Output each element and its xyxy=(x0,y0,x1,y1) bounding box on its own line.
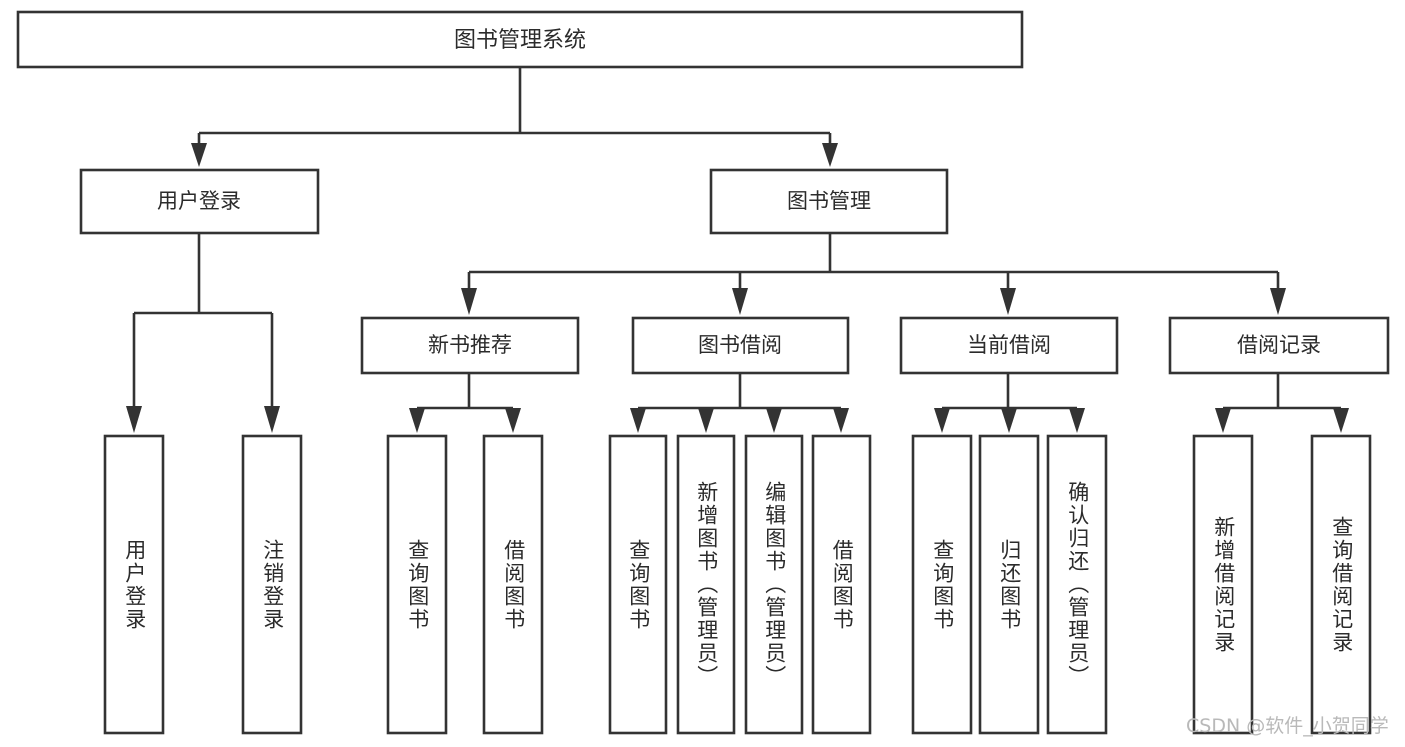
arrow-bm-to-borrow-record xyxy=(1270,288,1286,315)
arrow-user-login-leaf-1 xyxy=(126,406,142,433)
leaf-box-logout[interactable] xyxy=(241,434,303,735)
arrow-br-leaf-2 xyxy=(1333,408,1349,433)
leaf-box-query-record[interactable] xyxy=(1310,434,1372,735)
node-book-borrow[interactable]: 图书借阅 xyxy=(631,316,850,375)
arrow-bb-leaf-4 xyxy=(833,408,849,433)
arrow-bb-leaf-1 xyxy=(630,408,646,433)
node-book-manage-box[interactable] xyxy=(709,168,949,235)
node-new-book-rec[interactable]: 新书推荐 xyxy=(360,316,580,375)
leaf-box-confirm-return[interactable] xyxy=(1046,434,1108,735)
node-new-book-rec-label: 新书推荐 xyxy=(428,333,512,357)
node-user-login-label: 用户登录 xyxy=(157,189,241,213)
arrow-root-to-user-login xyxy=(191,143,207,167)
node-current-borrow[interactable]: 当前借阅 xyxy=(899,316,1119,375)
connector-group-book-manage xyxy=(461,233,1286,315)
leaf-box-add-book[interactable] xyxy=(676,434,736,735)
node-book-manage-label: 图书管理 xyxy=(787,189,871,213)
node-borrow-record-label: 借阅记录 xyxy=(1237,333,1321,357)
node-book-manage[interactable]: 图书管理 xyxy=(709,168,949,235)
leaf-box-borrow-book-1[interactable] xyxy=(482,434,544,735)
arrow-nbr-leaf-1 xyxy=(409,408,425,433)
arrow-bm-to-new-book-rec xyxy=(461,288,477,315)
leaf-box-query-book-1[interactable] xyxy=(386,434,448,735)
arrow-root-to-book-manage xyxy=(822,143,838,167)
connector-group-new-book-rec xyxy=(409,373,521,433)
node-borrow-record-box[interactable] xyxy=(1168,316,1390,375)
node-root-label: 图书管理系统 xyxy=(454,28,586,53)
leaf-box-return-book[interactable] xyxy=(978,434,1040,735)
connector-group-current-borrow xyxy=(934,373,1085,433)
node-current-borrow-box[interactable] xyxy=(899,316,1119,375)
node-borrow-record[interactable]: 借阅记录 xyxy=(1168,316,1390,375)
leaf-box-edit-book[interactable] xyxy=(744,434,804,735)
leaf-box-borrow-book-2[interactable] xyxy=(811,434,872,735)
connector-group-user-login xyxy=(126,233,280,433)
arrow-bb-leaf-3 xyxy=(766,408,782,433)
leaf-box-user-login[interactable] xyxy=(103,434,165,735)
arrow-cb-leaf-3 xyxy=(1069,408,1085,433)
connector-group-borrow-record xyxy=(1215,373,1349,433)
connector-group-root xyxy=(191,67,838,167)
node-root-box[interactable] xyxy=(16,10,1024,69)
node-book-borrow-box[interactable] xyxy=(631,316,850,375)
arrow-bm-to-current-borrow xyxy=(1000,288,1016,315)
arrow-nbr-leaf-2 xyxy=(505,408,521,433)
node-book-borrow-label: 图书借阅 xyxy=(698,333,782,357)
leaf-box-add-record[interactable] xyxy=(1192,434,1254,735)
arrow-cb-leaf-2 xyxy=(1001,408,1017,433)
node-current-borrow-label: 当前借阅 xyxy=(967,333,1051,357)
arrow-bb-leaf-2 xyxy=(698,408,714,433)
node-user-login[interactable]: 用户登录 xyxy=(79,168,320,235)
csdn-watermark: CSDN @软件_小贺同学 xyxy=(1186,715,1389,737)
arrow-cb-leaf-1 xyxy=(934,408,950,433)
arrow-user-login-leaf-2 xyxy=(264,406,280,433)
leaf-box-query-book-3[interactable] xyxy=(911,434,973,735)
connector-group-book-borrow xyxy=(630,373,849,433)
arrow-bm-to-book-borrow xyxy=(732,288,748,315)
node-root[interactable]: 图书管理系统 xyxy=(16,10,1024,69)
arrow-br-leaf-1 xyxy=(1215,408,1231,433)
node-user-login-box[interactable] xyxy=(79,168,320,235)
leaf-box-query-book-2[interactable] xyxy=(608,434,668,735)
node-new-book-rec-box[interactable] xyxy=(360,316,580,375)
